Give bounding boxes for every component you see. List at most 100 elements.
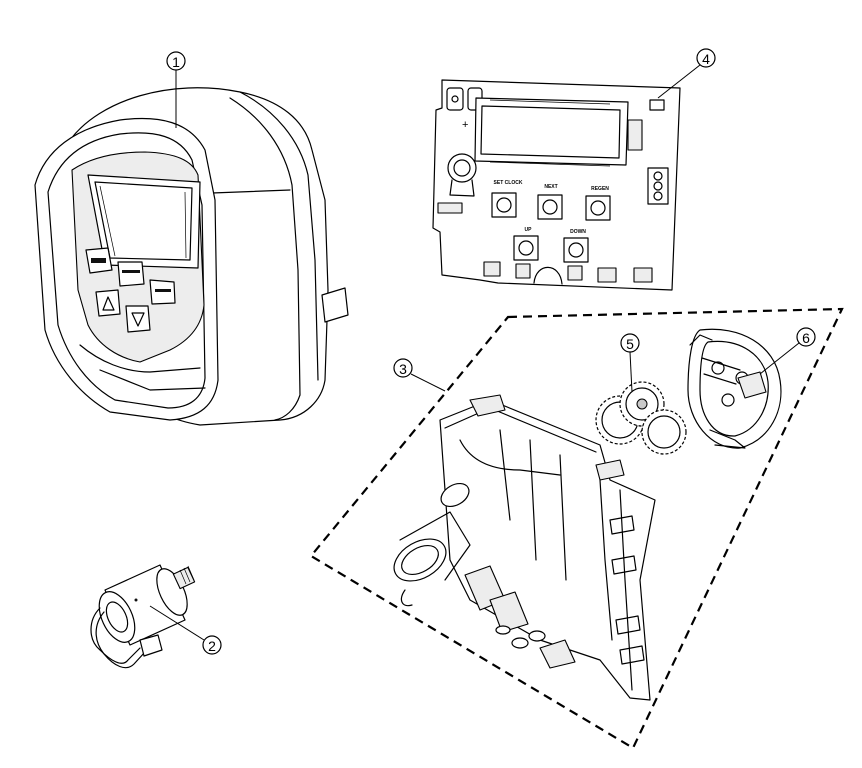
bracket-boss: [440, 482, 470, 508]
gear-cover: [687, 328, 782, 449]
battery: [453, 159, 471, 177]
bracket-pin-2: [528, 630, 546, 642]
board-button-label: SET CLOCK: [494, 180, 523, 186]
bracket-pin-3: [495, 625, 511, 635]
gear-cover-clip: [689, 334, 713, 346]
bracket-wall-ribs: [499, 429, 567, 581]
leader-line: [657, 64, 701, 99]
switch-actuator: [590, 200, 606, 216]
key-mark-next: [122, 270, 140, 273]
board-button-label: DOWN: [570, 229, 586, 235]
bracket-side-rails: [599, 479, 633, 691]
cover-edge-line: [239, 91, 319, 381]
callout-circle: [696, 48, 716, 68]
board-switch: [513, 235, 539, 261]
callout-number: 4: [702, 51, 710, 67]
callout-number: 6: [802, 330, 810, 346]
motor-pinion-teeth: [179, 565, 195, 585]
board-connector-2: [515, 263, 531, 279]
bracket-pin-1: [511, 637, 529, 649]
cover-key-up: [95, 289, 121, 317]
leader-line: [149, 605, 205, 641]
gear-cover-plate: [687, 328, 782, 449]
cover-ridge: [211, 189, 291, 194]
callout-2: 2: [149, 605, 222, 655]
board-notch: [533, 266, 563, 285]
bracket-top-clip-right: [595, 459, 625, 481]
board-button-set-clock: SET CLOCK: [491, 180, 523, 218]
gear-cover-hole-3: [721, 393, 735, 407]
callout-circle: [796, 327, 816, 347]
ribbon-connector: [437, 202, 463, 214]
piston-housing-front: [393, 538, 447, 582]
battery-clip: [449, 179, 475, 197]
board-button-regen: REGEN: [585, 186, 611, 221]
board-button-label: REGEN: [591, 186, 609, 192]
cover-key-down: [125, 305, 151, 333]
board-switch: [563, 237, 589, 263]
board-switch: [537, 194, 563, 220]
board-component-top: [649, 99, 665, 111]
up-arrow-icon: [102, 296, 115, 311]
terminal-screw-3: [653, 191, 663, 201]
bracket-prong-2: [489, 591, 529, 633]
display-bevel-lines: [99, 185, 187, 259]
lcd-display: [474, 97, 629, 166]
board-connector-1: [483, 261, 501, 277]
down-arrow-icon: [131, 312, 145, 327]
polarity-plus-mark: +: [462, 119, 468, 131]
motor-wire-2: [95, 611, 146, 669]
board-switch: [585, 195, 611, 221]
cover-side-tab: [321, 287, 349, 323]
piston-housing-inner: [401, 544, 439, 576]
callout-4: 4: [657, 48, 716, 99]
bracket-top-clip-left: [469, 394, 506, 417]
switch-actuator: [542, 199, 558, 215]
board-connector-4: [597, 267, 617, 283]
callout-number: 2: [208, 638, 216, 654]
cover-lower-edge: [99, 369, 206, 391]
key-mark-regen: [155, 289, 171, 292]
display-inner: [94, 181, 193, 261]
leader-line: [410, 373, 446, 392]
callout-circle: [393, 358, 413, 378]
gear-middle-hub: [625, 387, 659, 421]
cover-lower-lip: [79, 344, 201, 373]
bracket-side-hooks: [609, 515, 645, 665]
mount-hole-left: [451, 95, 459, 103]
callout-number: 3: [399, 361, 407, 377]
drive-motor: [90, 564, 196, 669]
leader-line: [759, 342, 800, 375]
gear-cover-rim: [699, 340, 769, 437]
gear-cover-latch: [737, 371, 767, 399]
callout-3: 3: [393, 358, 446, 392]
motor-connector: [139, 634, 163, 657]
bracket-wall-curve: [459, 439, 561, 476]
cover-inner-edge: [229, 97, 301, 421]
switch-actuator: [568, 242, 584, 258]
motor-endcap-inner: [105, 601, 129, 633]
bracket-prong-3: [539, 639, 576, 669]
piston-latch: [400, 589, 413, 607]
gear-right-hub: [647, 415, 681, 449]
board-button-label: UP: [525, 227, 533, 233]
drive-assembly-boundary: [309, 307, 844, 750]
gear-middle-axle: [636, 398, 648, 410]
callout-number: 1: [172, 54, 180, 70]
front-cover: [34, 87, 349, 426]
mount-slot-left: [446, 87, 464, 111]
switch-actuator: [518, 240, 534, 256]
board-button-up: UP: [513, 227, 539, 261]
battery-holder: [447, 153, 477, 183]
gear-cover-posts: [701, 357, 741, 385]
cover-key-next: [117, 261, 145, 287]
lcd-glass: [480, 105, 621, 159]
switch-actuator: [496, 197, 512, 213]
leader-line: [629, 351, 633, 393]
terminal-screw-2: [653, 181, 663, 191]
board-button-down: DOWN: [563, 229, 589, 263]
board-switch: [491, 192, 517, 218]
callout-circle: [202, 635, 222, 655]
key-mark-set: [91, 258, 106, 263]
